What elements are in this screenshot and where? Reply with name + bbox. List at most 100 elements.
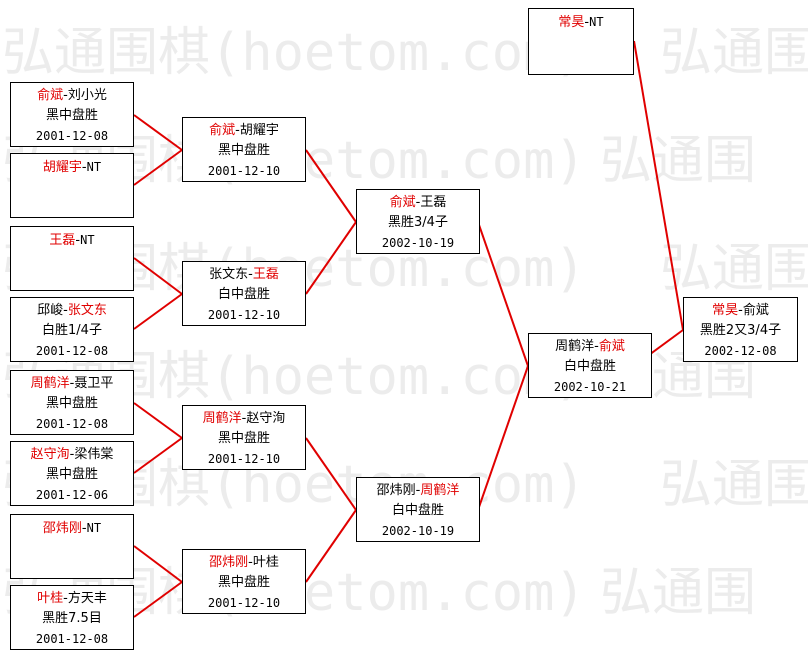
match-players: 张文东-王磊 (209, 267, 279, 282)
player-name: NT (86, 160, 102, 174)
match-players: 俞斌-王磊 (389, 195, 447, 210)
player-name: 王磊 (420, 195, 447, 210)
match-result: 黑中盘胜 (217, 575, 270, 590)
connector-line (477, 221, 529, 367)
match-date: 2002-10-21 (553, 380, 627, 394)
player-name: NT (589, 15, 604, 29)
match-result: 黑胜7.5目 (42, 611, 102, 626)
match-result: 黑胜2又3/4子 (699, 323, 782, 338)
player-name: 周鹤洋 (555, 339, 595, 354)
player-name: 赵守洵 (30, 447, 70, 462)
match-result: 白胜1/4子 (42, 323, 102, 338)
player-name: 赵守洵 (246, 411, 286, 426)
match-box: 邵炜刚-叶桂 黑中盘胜 2001-12-10 (182, 549, 306, 614)
match-result: 黑胜3/4子 (388, 215, 448, 230)
connector-line (477, 365, 529, 511)
player-name: 周鹤洋 (202, 411, 242, 426)
match-box: 常昊-NT (528, 8, 634, 75)
player-name: 张文东 (67, 303, 107, 318)
player-name: 常昊 (558, 15, 585, 30)
connector-line (305, 437, 357, 511)
match-result: 黑中盘胜 (45, 467, 98, 482)
player-name: 邱峻 (37, 303, 64, 318)
match-date: 2001-12-08 (35, 129, 109, 143)
player-name: 周鹤洋 (30, 376, 70, 391)
connector-line (305, 149, 357, 223)
match-date: 2001-12-06 (35, 488, 109, 502)
player-name: 邵炜刚 (42, 521, 82, 536)
match-players: 胡耀宇-NT (42, 160, 102, 175)
match-box: 邱峻-张文东 白胜1/4子 2001-12-08 (10, 297, 134, 362)
player-name: 邵炜刚 (209, 555, 249, 570)
match-box: 胡耀宇-NT (10, 153, 134, 218)
match-box: 叶桂-方天丰 黑胜7.5目 2001-12-08 (10, 585, 134, 650)
match-box: 赵守洵-梁伟棠 黑中盘胜 2001-12-06 (10, 441, 134, 506)
match-players: 叶桂-方天丰 (37, 591, 107, 606)
connector-line (305, 221, 357, 295)
match-players: 俞斌-刘小光 (37, 88, 107, 103)
player-name: 俞斌 (598, 339, 625, 354)
match-result: 白中盘胜 (217, 287, 270, 302)
match-date: 2002-10-19 (381, 236, 455, 250)
player-name: 方天丰 (67, 591, 107, 606)
player-name: 邵炜刚 (376, 483, 416, 498)
match-box: 邵炜刚-周鹤洋 白中盘胜 2002-10-19 (356, 477, 480, 542)
match-box: 俞斌-胡耀宇 黑中盘胜 2001-12-10 (182, 117, 306, 182)
connector-line (633, 40, 684, 331)
match-players: 周鹤洋-聂卫平 (30, 376, 114, 391)
match-result: 黑中盘胜 (217, 143, 270, 158)
player-name: 梁伟棠 (74, 447, 114, 462)
match-players: 常昊-NT (558, 15, 604, 30)
match-date: 2001-12-10 (207, 596, 281, 610)
match-box: 俞斌-刘小光 黑中盘胜 2001-12-08 (10, 82, 134, 147)
match-date: 2001-12-10 (207, 164, 281, 178)
match-box: 邵炜刚-NT (10, 514, 134, 579)
match-date: 2002-12-08 (704, 344, 777, 358)
connector-line (305, 509, 357, 583)
player-name: 刘小光 (67, 88, 107, 103)
player-name: 俞斌 (389, 195, 416, 210)
match-date: 2001-12-10 (207, 308, 281, 322)
player-name: 俞斌 (742, 303, 769, 318)
match-box: 周鹤洋-聂卫平 黑中盘胜 2001-12-08 (10, 370, 134, 435)
player-name: 王磊 (49, 233, 76, 248)
match-date: 2001-12-08 (35, 344, 109, 358)
match-players: 邵炜刚-周鹤洋 (376, 483, 460, 498)
player-name: 胡耀宇 (42, 160, 82, 175)
match-result: 白中盘胜 (563, 359, 616, 374)
player-name: 周鹤洋 (420, 483, 460, 498)
match-date: 2002-10-19 (381, 524, 455, 538)
player-name: 胡耀宇 (239, 123, 279, 138)
player-name: 常昊 (712, 303, 739, 318)
connector-line (133, 437, 183, 474)
match-box: 张文东-王磊 白中盘胜 2001-12-10 (182, 261, 306, 326)
match-players: 邵炜刚-NT (42, 521, 102, 536)
connector-line (133, 545, 183, 583)
player-name: 俞斌 (37, 88, 64, 103)
match-result: 黑中盘胜 (45, 108, 98, 123)
match-players: 常昊-俞斌 (712, 303, 769, 318)
player-name: 俞斌 (209, 123, 236, 138)
connector-line (133, 402, 183, 439)
match-box: 俞斌-王磊 黑胜3/4子 2002-10-19 (356, 189, 480, 254)
match-players: 周鹤洋-赵守洵 (202, 411, 286, 426)
player-name: 王磊 (252, 267, 279, 282)
match-result: 白中盘胜 (391, 503, 444, 518)
connector-line (133, 114, 183, 151)
match-players: 邱峻-张文东 (37, 303, 107, 318)
match-players: 俞斌-胡耀宇 (209, 123, 279, 138)
match-players: 赵守洵-梁伟棠 (30, 447, 114, 462)
match-box: 常昊-俞斌 黑胜2又3/4子 2002-12-08 (683, 297, 798, 362)
match-players: 周鹤洋-俞斌 (555, 339, 625, 354)
player-name: 聂卫平 (74, 376, 114, 391)
player-name: 叶桂 (37, 591, 64, 606)
connector-line (133, 257, 183, 295)
match-box: 周鹤洋-赵守洵 黑中盘胜 2001-12-10 (182, 405, 306, 470)
match-date: 2001-12-08 (35, 632, 109, 646)
match-date: 2001-12-08 (35, 417, 109, 431)
match-date: 2001-12-10 (207, 452, 281, 466)
player-name: 叶桂 (252, 555, 279, 570)
player-name: NT (80, 233, 95, 247)
player-name: NT (86, 521, 102, 535)
